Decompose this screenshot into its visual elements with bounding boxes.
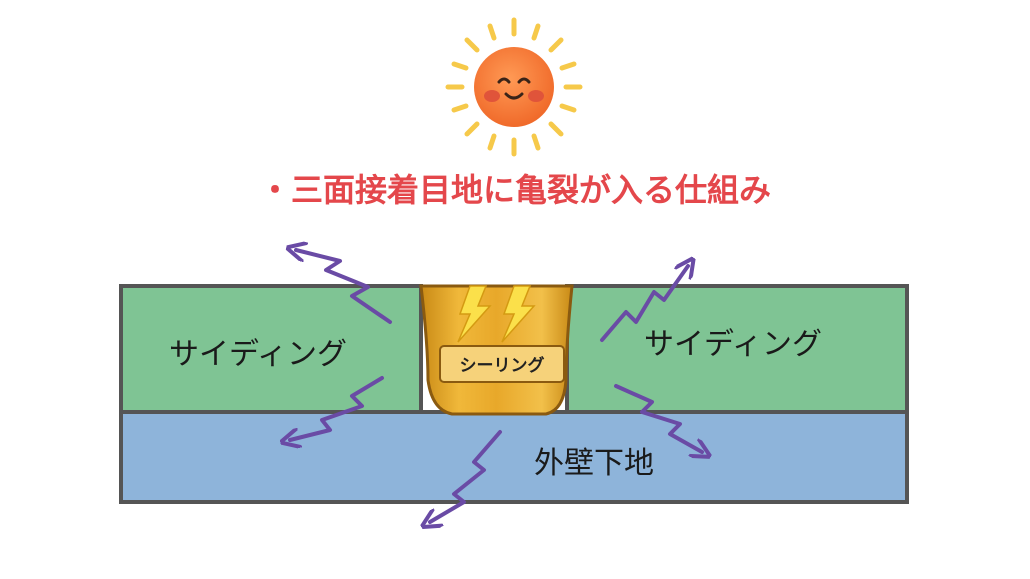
stress-arrow-upper-left: [296, 250, 392, 324]
stress-arrow-lower-left: [290, 376, 384, 440]
siding-left-label: サイディング: [169, 337, 347, 372]
base-wall-label: 外壁下地: [534, 446, 654, 481]
siding-right-label: サイディング: [644, 327, 822, 362]
sealing-label-box: [439, 345, 565, 383]
sealing-label: シーリング: [460, 355, 545, 376]
zigzag-arrow-icon: [290, 250, 702, 522]
stress-arrow-upper-right: [600, 266, 688, 342]
page-title: ・三面接着目地に亀裂が入る仕組み: [259, 171, 771, 209]
stress-arrow-bottom: [430, 430, 502, 522]
stress-arrow-lower-right: [614, 384, 702, 452]
lightning-crack-icon: [457, 285, 536, 343]
base-wall-layer: [119, 410, 909, 504]
sun-icon: [445, 17, 583, 157]
